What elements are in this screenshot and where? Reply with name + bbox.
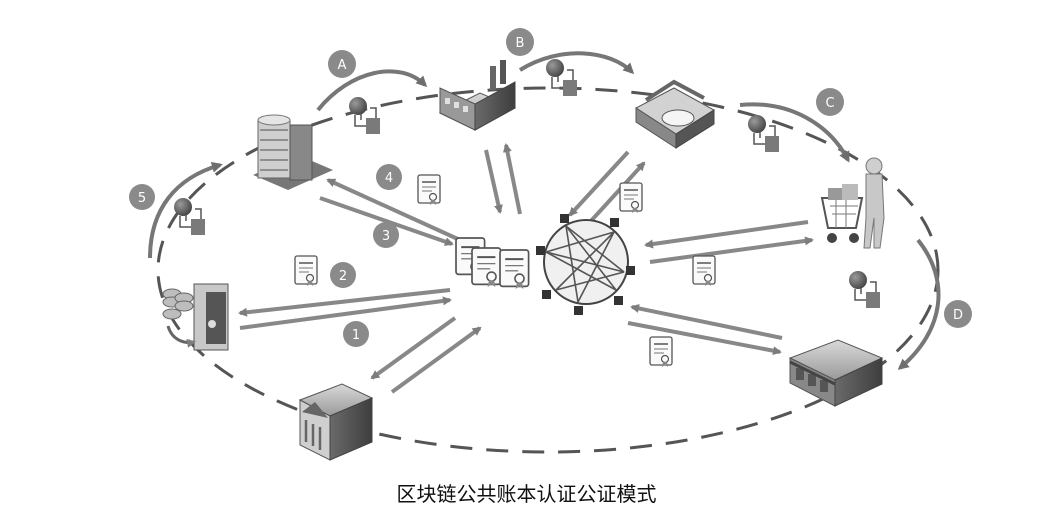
step-2-badge: 2	[330, 262, 356, 288]
store-icon	[788, 339, 884, 407]
shopper-cart-icon	[820, 157, 885, 249]
arrow-d	[897, 238, 941, 370]
certificate-icon-right	[692, 255, 716, 287]
svg-text:3: 3	[382, 229, 390, 244]
svg-text:A: A	[338, 58, 347, 73]
office-building-icon	[253, 114, 333, 190]
label-b-badge: B	[506, 28, 534, 56]
svg-text:D: D	[953, 308, 963, 323]
certificate-stack-icon	[455, 237, 530, 290]
figure-caption: 区块链公共账本认证公证模式	[396, 482, 657, 506]
certificate-icon-4	[417, 174, 441, 206]
step-4-badge: 4	[376, 164, 402, 190]
label-c-badge: C	[816, 88, 844, 116]
ledger-ring	[156, 86, 940, 454]
certificate-icon-lower	[649, 336, 673, 368]
arrow-a	[316, 69, 428, 112]
warehouse-icon	[635, 79, 715, 149]
svg-text:5: 5	[138, 191, 146, 206]
factory-icon	[438, 60, 517, 131]
certificate-icon-mid	[619, 182, 643, 214]
svg-text:2: 2	[339, 269, 347, 284]
atm-terminal-icon	[162, 283, 229, 351]
arrow-5	[148, 161, 223, 259]
step-1-badge: 1	[343, 321, 369, 347]
step-5-badge: 5	[129, 184, 155, 210]
token-icon-d	[848, 270, 881, 309]
arrow-c	[739, 102, 850, 163]
network-node-icon	[536, 214, 635, 315]
token-icon-b	[545, 58, 578, 97]
svg-text:C: C	[825, 96, 834, 111]
bank-icon	[298, 383, 374, 461]
step-3-badge: 3	[373, 222, 399, 248]
svg-text:1: 1	[352, 328, 360, 343]
label-a-badge: A	[328, 50, 356, 78]
token-icon-5	[173, 197, 206, 236]
token-icon-a	[348, 96, 381, 135]
svg-text:4: 4	[385, 171, 393, 186]
arrow-b	[518, 51, 635, 75]
svg-text:B: B	[516, 36, 525, 51]
certificate-icon-2	[294, 255, 318, 287]
center-flows	[238, 143, 814, 394]
label-d-badge: D	[944, 300, 972, 328]
